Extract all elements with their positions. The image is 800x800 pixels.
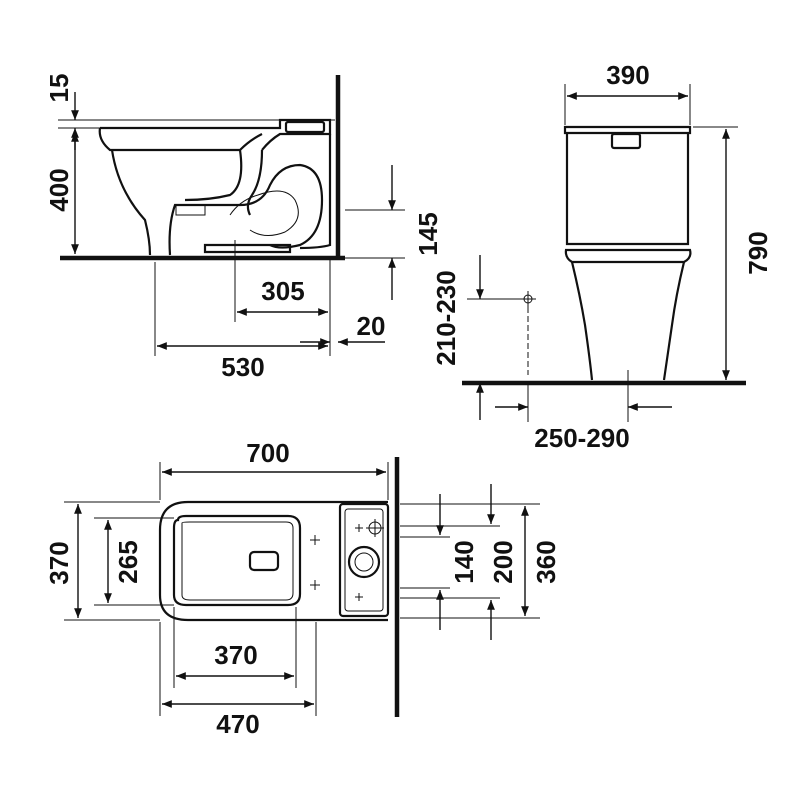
dim-360: 360 xyxy=(400,503,561,619)
dim-label-370-bottom: 370 xyxy=(214,640,257,670)
dim-250-290: 250-290 xyxy=(495,385,672,453)
dim-label-470: 470 xyxy=(216,709,259,739)
toilet-side-silhouette xyxy=(98,118,332,256)
dim-15: 15 xyxy=(44,74,335,150)
toilet-front-silhouette xyxy=(563,125,692,383)
dim-370-left: 370 xyxy=(44,501,160,621)
dim-label-265: 265 xyxy=(113,540,143,583)
dim-label-20: 20 xyxy=(357,311,386,341)
front-view: 390 790 210-230 250-290 xyxy=(431,60,773,453)
dim-20: 20 xyxy=(300,311,386,346)
dim-530: 530 xyxy=(154,262,331,382)
dim-label-305: 305 xyxy=(261,276,304,306)
side-view: 15 400 145 305 20 xyxy=(44,74,443,382)
inlet-center-mark xyxy=(520,291,536,375)
dim-label-140: 140 xyxy=(449,540,479,583)
dim-label-700: 700 xyxy=(246,438,289,468)
dim-label-145: 145 xyxy=(413,212,443,255)
dim-label-790: 790 xyxy=(743,231,773,274)
dim-210-230: 210-230 xyxy=(431,255,520,420)
dim-370-bottom: 370 xyxy=(173,607,297,688)
dim-label-15: 15 xyxy=(44,74,74,103)
dim-390: 390 xyxy=(564,60,691,125)
dim-label-360: 360 xyxy=(531,540,561,583)
top-view: 700 370 265 140 xyxy=(44,438,561,739)
dim-200: 200 xyxy=(400,484,518,640)
dim-label-530: 530 xyxy=(221,352,264,382)
dim-305: 305 xyxy=(234,240,331,322)
dim-790: 790 xyxy=(693,126,773,380)
toilet-top-silhouette xyxy=(158,500,390,622)
dim-label-370-left: 370 xyxy=(44,541,74,584)
dim-145: 145 xyxy=(345,165,443,300)
dim-400: 400 xyxy=(44,132,79,254)
dim-700: 700 xyxy=(159,438,389,500)
dim-label-200: 200 xyxy=(488,540,518,583)
dim-label-400: 400 xyxy=(44,168,74,211)
dim-140: 140 xyxy=(400,494,479,630)
dim-470: 470 xyxy=(159,622,317,739)
dim-label-250-290: 250-290 xyxy=(534,423,629,453)
dim-label-390: 390 xyxy=(606,60,649,90)
dim-label-210-230: 210-230 xyxy=(431,270,461,365)
dim-265: 265 xyxy=(94,517,174,606)
